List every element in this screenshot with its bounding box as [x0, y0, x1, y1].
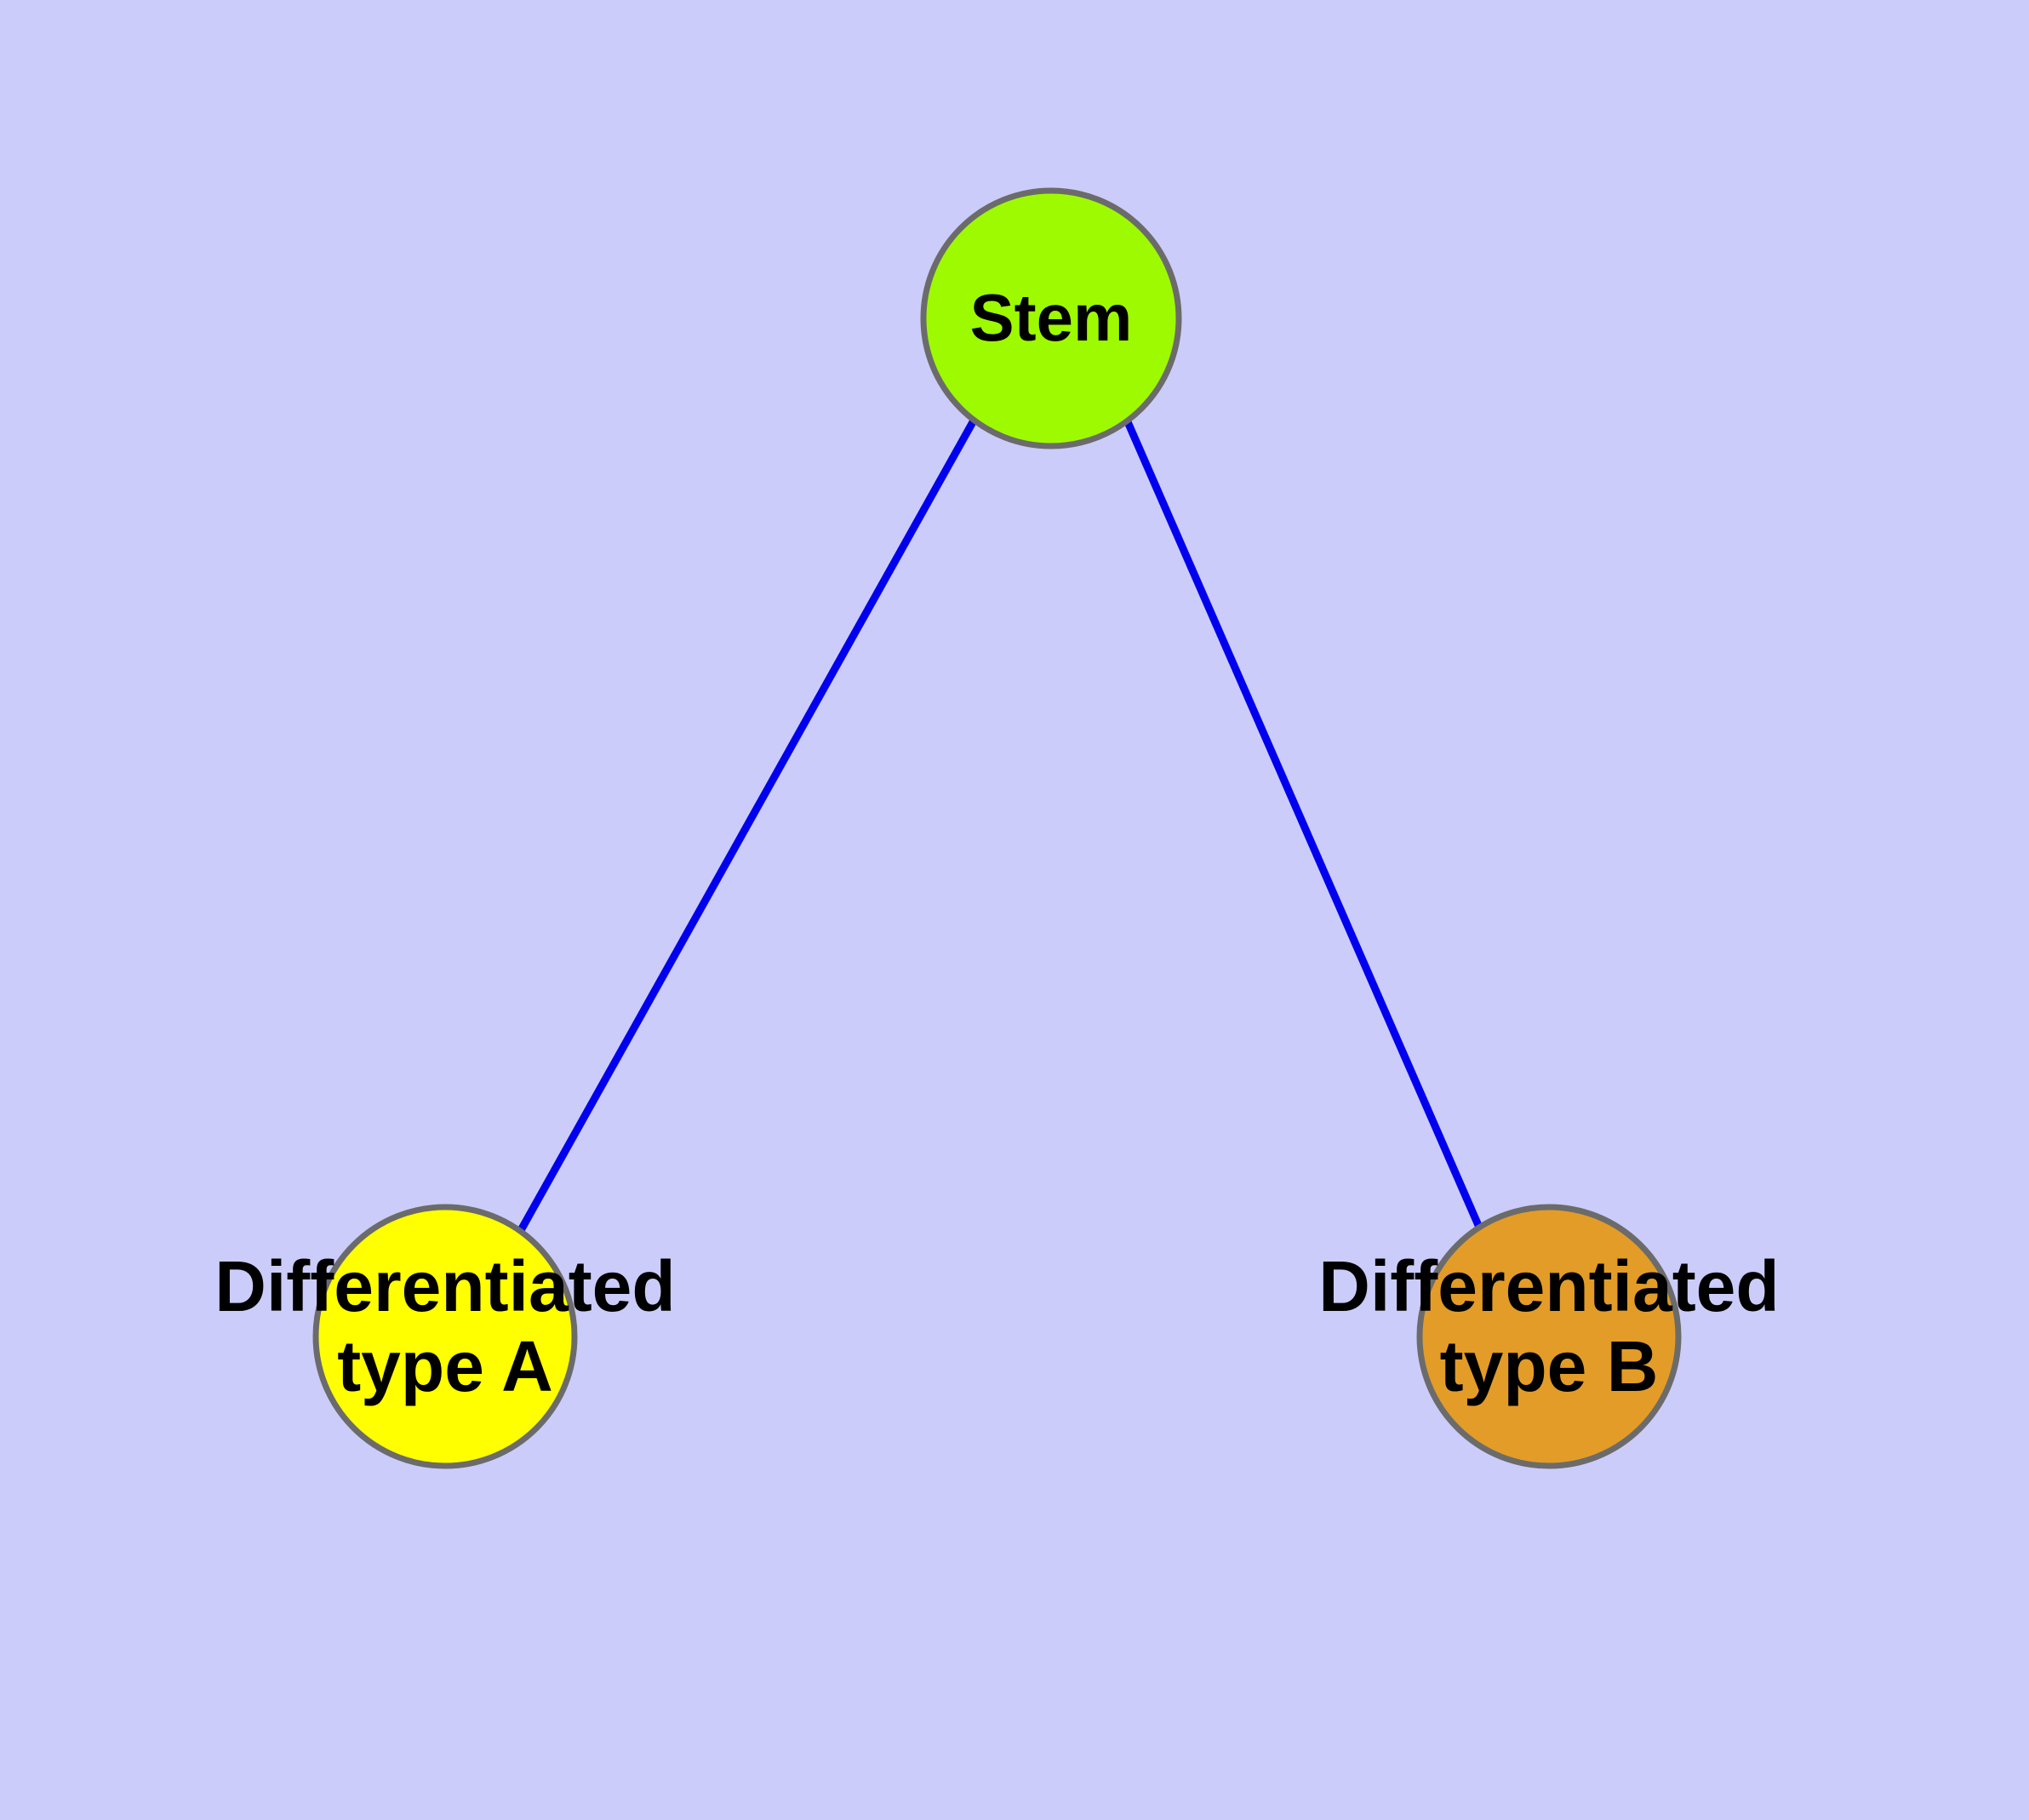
edge-stem-to-differentiated-type-a [517, 418, 977, 1234]
node-stem[interactable] [920, 187, 1182, 449]
node-differentiated-type-b[interactable] [1416, 1204, 1682, 1469]
node-differentiated-type-a[interactable] [312, 1204, 578, 1469]
node-layer [312, 187, 1682, 1469]
edge-layer [517, 416, 1484, 1234]
edge-stem-to-differentiated-type-b [1122, 416, 1484, 1231]
